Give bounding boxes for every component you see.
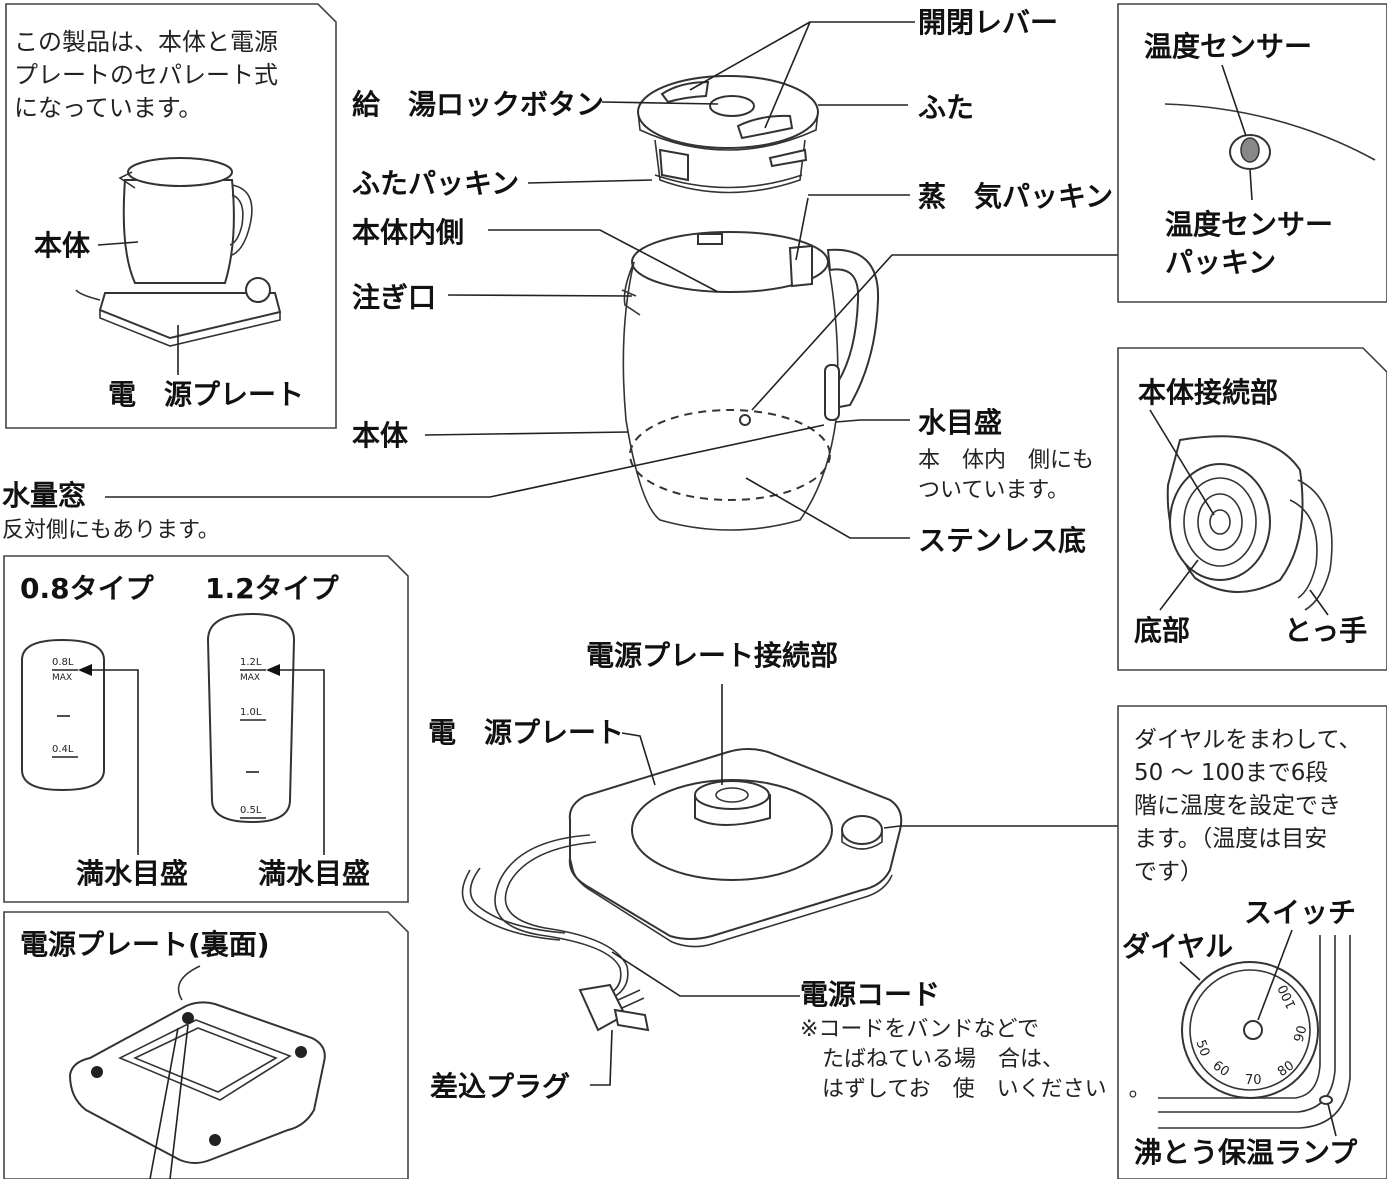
label-inner: 本体内側 [352,216,464,249]
label-body: 本体 [352,419,409,452]
label-lock-button: 給 湯ロックボタン [352,88,604,121]
intro-line-1: この製品は、本体と電源 [14,28,278,56]
type12-window [206,612,296,824]
label-lid-packing: ふたパッキン [352,167,519,200]
type12-title: 1.2タイプ [205,572,340,605]
label-stainless: ステンレス底 [918,524,1086,557]
switch-button[interactable] [1243,1020,1263,1040]
intro-plate-label: 電 源プレート [108,378,304,411]
type08-title: 0.8タイプ [20,572,155,605]
label-cord: 電源コード [800,978,940,1011]
sensor-panel-frame [1117,3,1387,303]
kettle-bottom-drawing [1166,435,1333,611]
intro-body-label: 本体 [34,229,91,262]
label-window-note: 反対側にもあります。 [2,518,220,543]
full-label-2: 満水目盛 [258,857,370,890]
small-kettle-drawing [75,157,282,347]
label-water-scale-note-1: 本 体内 側にも [918,448,1094,473]
connection-panel-frame [1117,347,1387,671]
label-lid: ふた [918,91,974,124]
label-plug: 差込プラグ [430,1070,570,1103]
type08-mark-04: 0.4L [52,744,74,755]
label-cord-note-1: ※コードをバンドなどで [800,1017,1039,1042]
connection-handle-label: とっ手 [1284,614,1367,647]
dial-line-5: です） [1134,859,1203,885]
label-cord-note-2: たばねている場 合は、 [822,1047,1064,1072]
plate-labels: 電源プレート接続部 電 源プレート 電源コード ※コードをバンドなどで たばねて… [428,639,1151,1103]
intro-panel: この製品は、本体と電源 プレートのセパレート式 になっています。 本体 電 源プ… [5,3,337,429]
main-kettle-drawing [621,75,880,531]
label-power-plate: 電 源プレート [428,716,624,749]
label-water-scale: 水目盛 [918,406,1002,439]
underside-panel-frame [3,911,409,1179]
dial-dial-label: ダイヤル [1122,930,1233,963]
underside-plate-drawing [68,965,326,1164]
label-spout: 注ぎ口 [352,281,436,314]
dial-switch-label: スイッチ [1244,896,1356,929]
type08-mark-08: 0.8L [52,657,74,668]
power-plate-drawing [461,748,903,1032]
dial-num-70: 70 [1245,1073,1262,1088]
label-water-scale-note-2: ついています。 [918,478,1069,503]
dial-panel: ダイヤルをまわして、 50 ～ 100まで6段 階に温度を設定でき ます。（温度… [1117,705,1387,1179]
label-window: 水量窓 [2,479,86,512]
connection-panel: 本体接続部 底部 とっ手 [1117,347,1387,671]
dial-line-2: 50 ～ 100まで6段 [1134,760,1328,786]
underside-title: 電源プレート(裏面) [20,928,270,961]
connection-bottom-label: 底部 [1134,614,1190,647]
intro-line-2: プレートのセパレート式 [14,61,278,89]
type12-mark-max: MAX [240,673,260,683]
type12-mark-12: 1.2L [240,657,262,668]
type08-window [21,638,105,792]
sensor-label: 温度センサー [1144,30,1312,63]
type12-mark-10: 1.0L [240,707,262,718]
dial-num-90: 90 [1292,1024,1311,1044]
full-label-1: 満水目盛 [76,857,188,890]
dial-line-3: 階に温度を設定でき [1134,793,1341,819]
dial-line-1: ダイヤルをまわして、 [1134,727,1361,753]
label-plate-connection: 電源プレート接続部 [586,639,838,672]
connection-title: 本体接続部 [1138,376,1278,409]
sensor-panel: 温度センサー 温度センサー パッキン [1117,3,1387,303]
boil-lamp [1319,1095,1333,1105]
underside-panel: 電源プレート(裏面) [3,911,409,1179]
scale-panel: 0.8タイプ 1.2タイプ 0.8L MAX 0.4L 1.2L MAX 1.0… [3,555,409,903]
label-steam-packing: 蒸 気パッキン [918,180,1113,213]
kettle-labels: 開閉レバー 給 湯ロックボタン ふた ふたパッキン 蒸 気パッキン 本体内側 注… [2,6,1113,557]
dial-line-4: ます。（温度は目安 [1134,826,1327,852]
sensor-packing-label-1: 温度センサー [1165,208,1333,241]
intro-line-3: になっています。 [14,94,202,122]
label-cord-note-3: はずしてお 使 いください 。 [822,1077,1151,1102]
sensor-packing-label-2: パッキン [1165,246,1276,279]
type12-mark-05: 0.5L [240,805,262,816]
dial-lamp-label: 沸とう保温ランプ [1134,1136,1358,1169]
type08-mark-max: MAX [52,673,72,683]
label-lever: 開閉レバー [918,6,1058,39]
kettle-leader-lines [105,21,1118,539]
plate-leader-lines [590,684,1118,1086]
dial-num-50: 50 [1192,1038,1212,1059]
intro-panel-frame [5,3,337,429]
scale-panel-frame [3,555,409,903]
dial-panel-frame [1117,705,1387,1179]
